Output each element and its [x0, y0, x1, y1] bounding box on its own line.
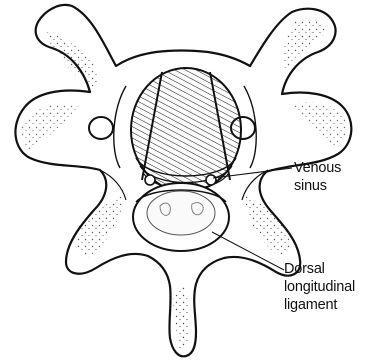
dorsal-ligament-label-line2: longitudinal	[284, 279, 355, 296]
dorsal-ligament-label: Dorsal	[284, 261, 325, 278]
vertebral-body	[131, 68, 241, 192]
spinal-canal	[133, 183, 229, 251]
dorsal-ligament-label-line3: ligament	[284, 297, 337, 314]
venous-sinus-label-line2: sinus	[294, 178, 327, 195]
venous-sinus-label: Venous	[294, 160, 341, 177]
